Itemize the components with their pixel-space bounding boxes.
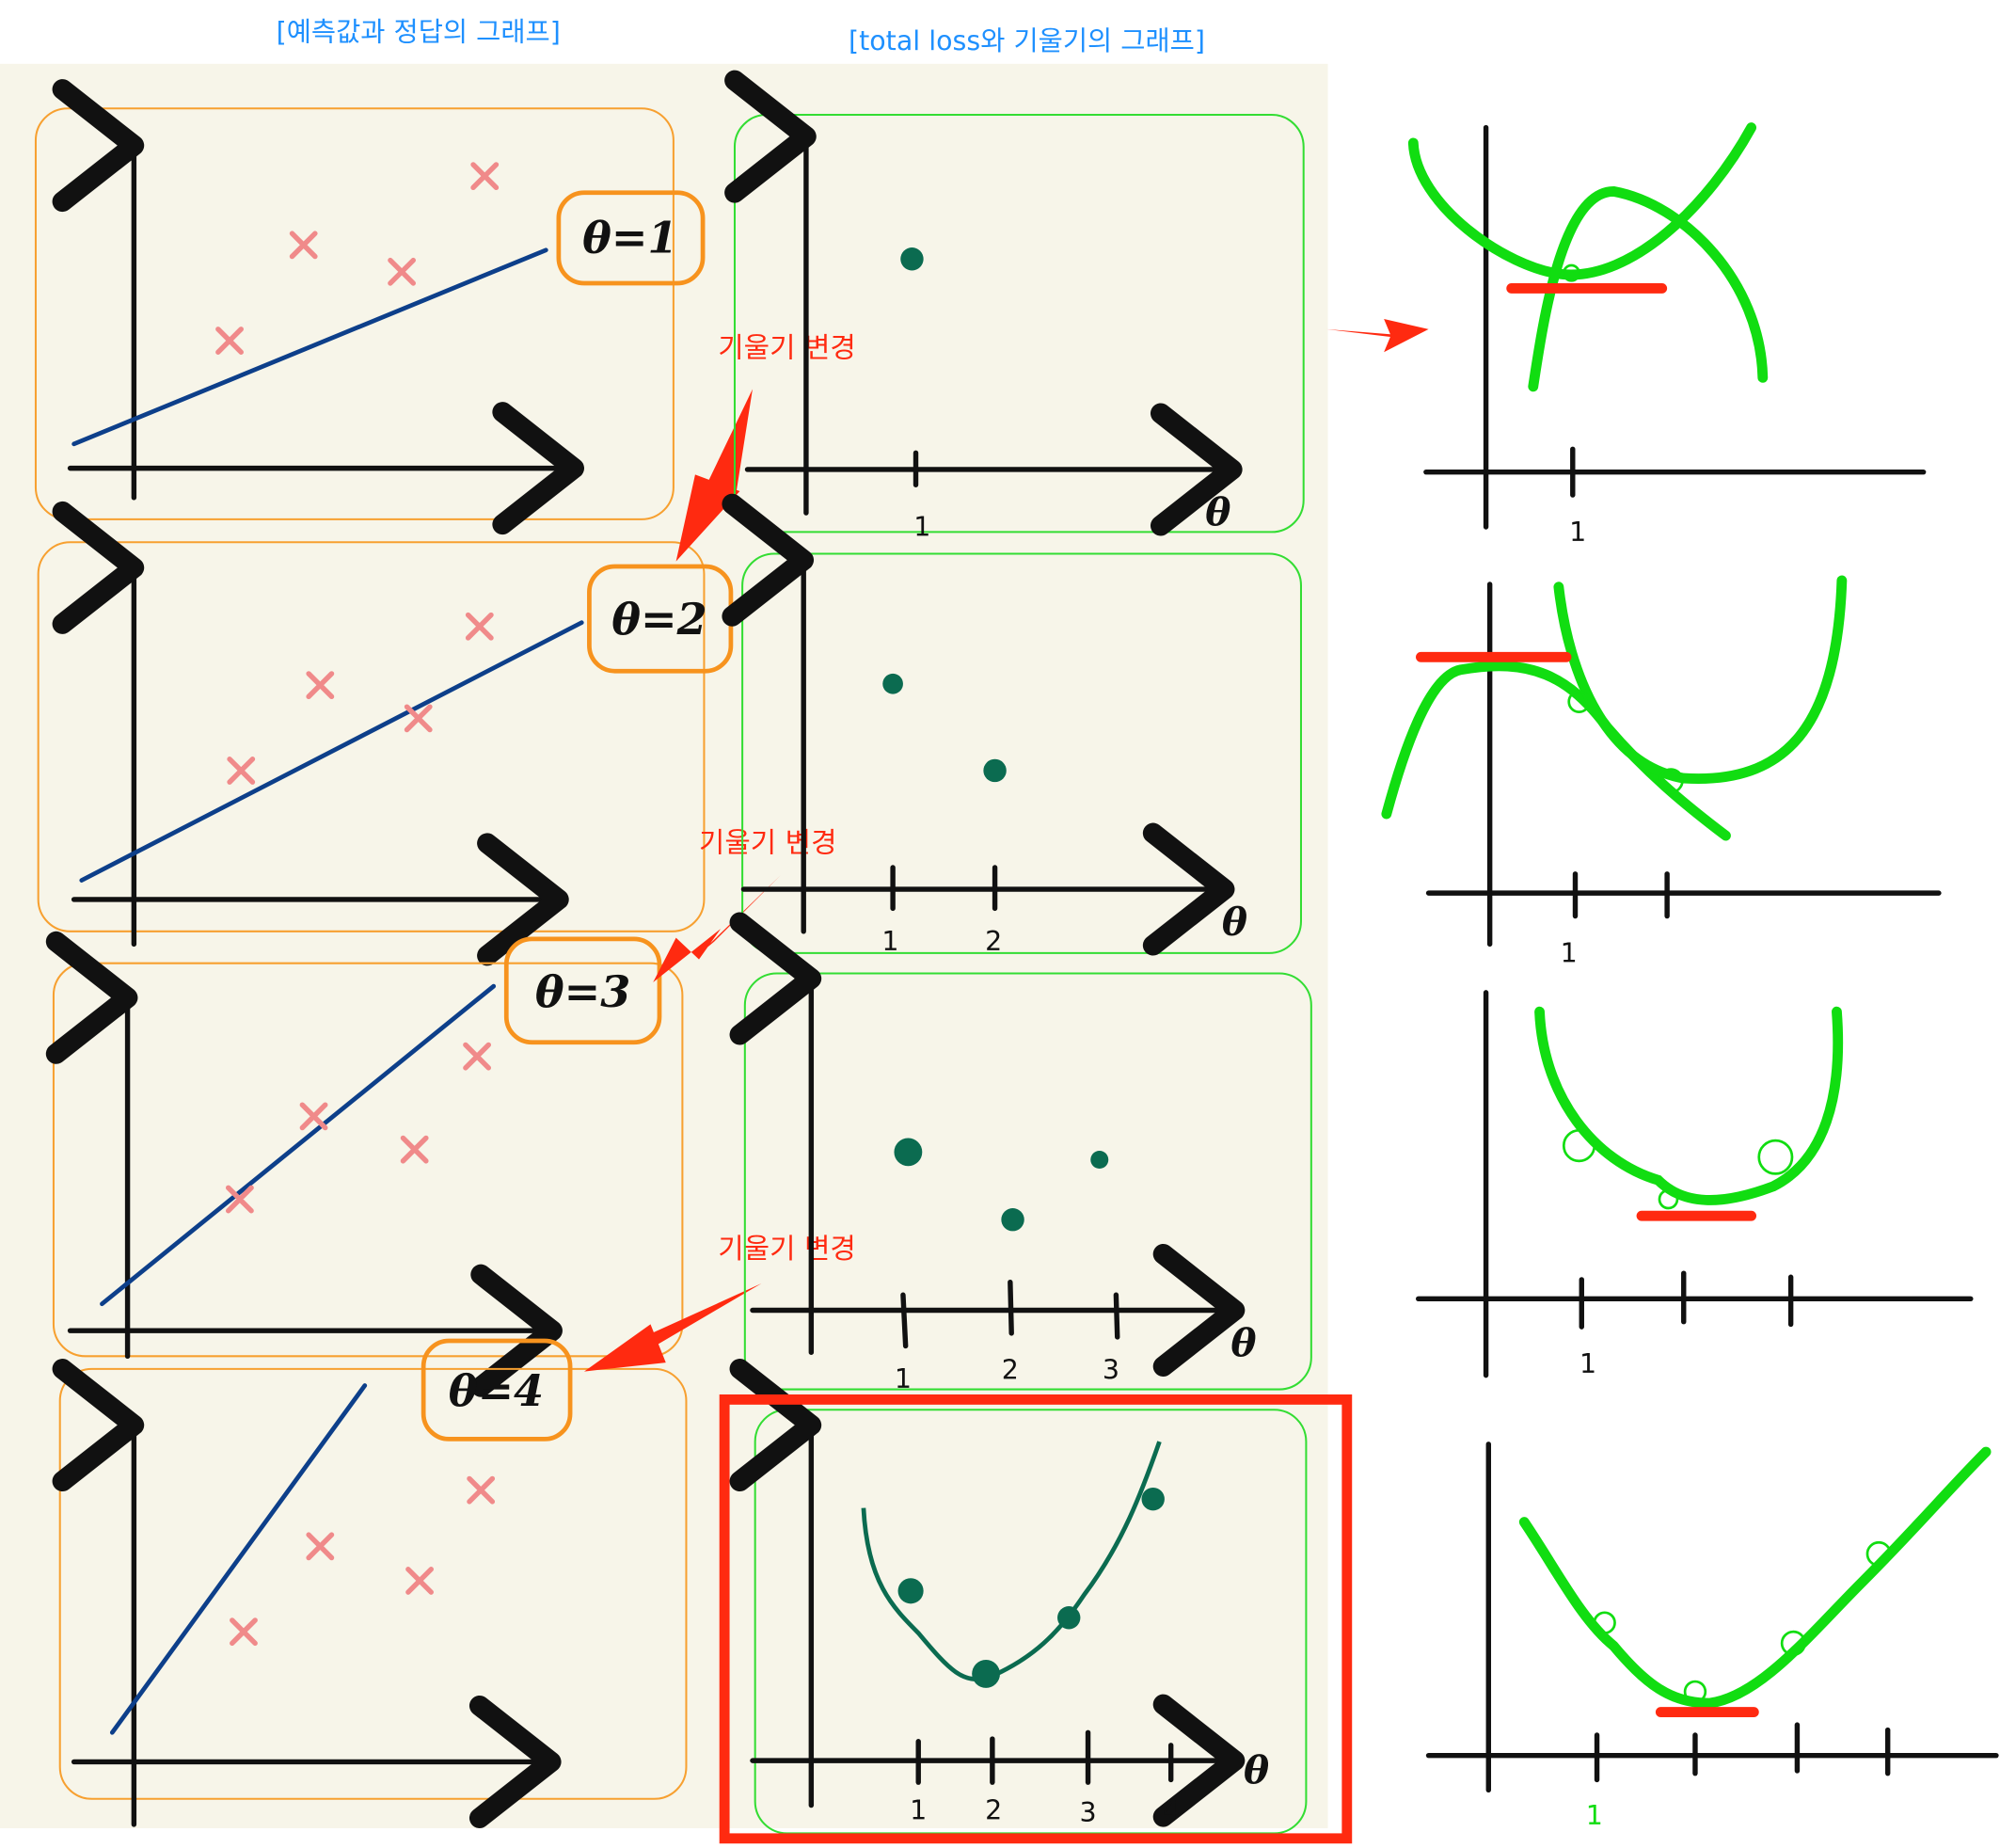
theta-box [421, 1338, 573, 1442]
tick-label: 1 [1561, 937, 1578, 968]
prediction-line [109, 1383, 368, 1735]
theta-label: θ=2 [611, 594, 706, 645]
loss-panel-1: 1 θ [724, 70, 1305, 542]
tick-label: 1 [895, 1363, 912, 1394]
prediction-panel-3: θ=3 [45, 931, 684, 1397]
title-loss-vs-slope: [total loss와 기울기의 그래프] [849, 25, 1205, 56]
loss-panel-3: 1 2 3 θ [729, 912, 1312, 1394]
prediction-panel-2: θ=2 [37, 501, 734, 966]
theta-label: θ=4 [449, 1365, 544, 1416]
title-prediction-vs-answer: [예측값과 정답의 그래프] [277, 16, 561, 47]
gradient-curve [1553, 575, 1848, 785]
loss-point [1141, 1487, 1165, 1511]
loss-point [1090, 1151, 1109, 1169]
theta-axis-label: θ [1205, 490, 1230, 535]
gradient-curve [1381, 661, 1731, 841]
theta-box [556, 190, 706, 286]
theta-label: θ=3 [535, 966, 630, 1017]
loss-point [900, 247, 924, 271]
gradient-curve [1407, 122, 1757, 280]
tick-label: 1 [910, 1794, 927, 1825]
loss-point [882, 673, 903, 694]
tick-label: 1 [1569, 517, 1586, 548]
gradient-sketch-4: 1 [1425, 1442, 1999, 1831]
slope-change-label: 기울기 변경 [699, 827, 837, 860]
tick-label: 3 [1079, 1797, 1096, 1828]
theta-axis-label: θ [1230, 1320, 1256, 1365]
prediction-line [100, 983, 497, 1307]
gradient-curve [1518, 1446, 1992, 1709]
tick-label: 1 [913, 511, 930, 542]
tick-label: 2 [985, 1794, 1002, 1825]
loss-point [972, 1659, 1000, 1688]
data-points [215, 162, 500, 355]
tick-label: 4 [1163, 1794, 1180, 1825]
prediction-panel-4: θ=4 [52, 1338, 688, 1828]
slope-change-label: 기울기 변경 [718, 332, 856, 365]
tick-label: 3 [1103, 1355, 1119, 1386]
loss-panel-2: 1 2 θ [722, 493, 1303, 957]
loss-point [897, 1578, 924, 1604]
highlight-box [719, 1394, 1353, 1844]
theta-label: θ=1 [582, 212, 677, 263]
loss-point [1001, 1208, 1024, 1232]
theta-axis-label: θ [1222, 900, 1247, 945]
loss-point [894, 1138, 923, 1167]
gradient-curve [1534, 1006, 1844, 1205]
gradient-sketch-1: 1 [1407, 122, 1927, 548]
theta-box [503, 936, 662, 1045]
prediction-line [71, 247, 548, 447]
gradient-sketch-3: 1 [1416, 990, 1974, 1379]
loss-point [983, 758, 1007, 783]
gradient-curve [1528, 185, 1769, 392]
slope-change-arrow-1: 기울기 변경 [675, 332, 856, 562]
slope-change-arrow-2: 기울기 변경 [653, 827, 837, 983]
data-points [225, 1042, 492, 1214]
prediction-line [79, 620, 584, 883]
gradient-sketch-2: 1 [1381, 575, 1942, 968]
data-points [227, 612, 494, 785]
arrow-to-detail [1326, 318, 1429, 353]
tick-label: 1 [881, 926, 898, 957]
slope-change-label: 기울기 변경 [718, 1233, 856, 1266]
slope-change-arrow-3: 기울기 변경 [583, 1233, 856, 1372]
theta-axis-label: θ [1244, 1748, 1269, 1793]
tick-label: 1 [1586, 1800, 1603, 1831]
data-points [230, 1475, 496, 1647]
tick-label: 2 [985, 926, 1002, 957]
prediction-panel-1: θ=1 [34, 79, 706, 535]
tick-label: 2 [1002, 1355, 1019, 1386]
canvas-background [0, 63, 1328, 1828]
tick-label: 1 [1579, 1348, 1596, 1379]
loss-point [1057, 1606, 1081, 1630]
